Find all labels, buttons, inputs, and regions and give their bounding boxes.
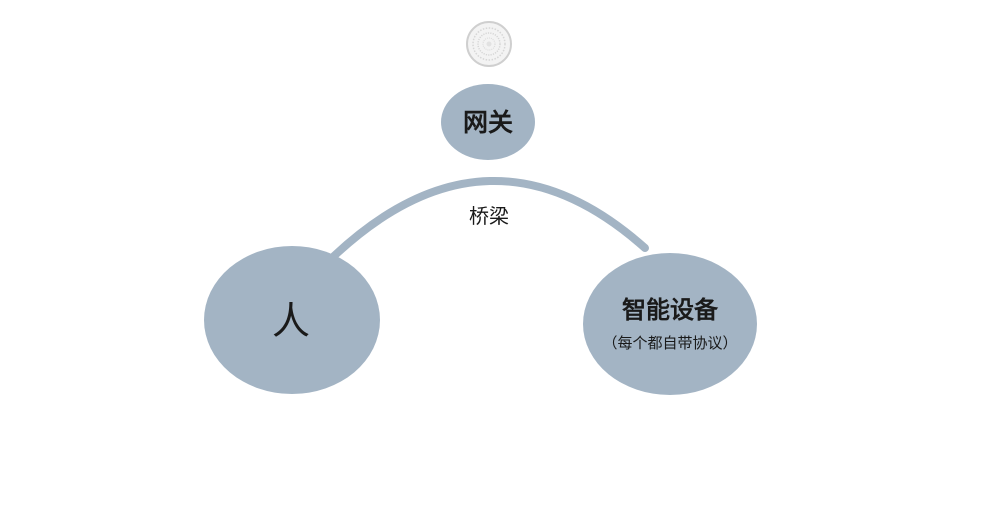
smart-device-sublabel: （每个都自带协议） <box>602 334 737 352</box>
person-node: 人 <box>204 246 380 394</box>
gateway-device-icon <box>466 21 512 67</box>
gateway-node: 网关 <box>441 84 535 160</box>
smart-device-label: 智能设备 <box>622 296 719 324</box>
person-label: 人 <box>272 299 310 343</box>
smart-device-node: 智能设备 （每个都自带协议） <box>583 253 757 395</box>
bridge-label: 桥梁 <box>469 204 509 228</box>
bridge-arc <box>330 177 649 260</box>
gateway-label: 网关 <box>463 108 513 137</box>
